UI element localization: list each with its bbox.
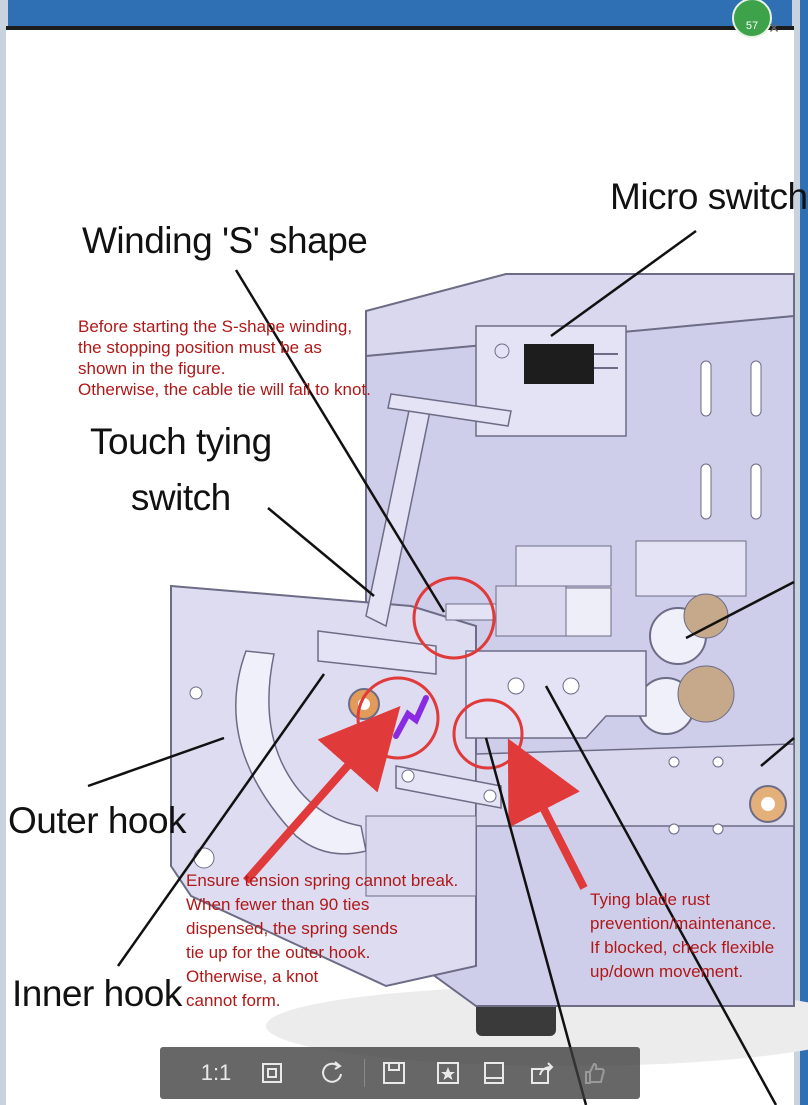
zoom-actual-size-button[interactable]: 1:1	[200, 1060, 232, 1085]
slot	[700, 360, 712, 417]
tension-spring	[393, 695, 429, 739]
page-icon[interactable]	[478, 1057, 510, 1089]
screw	[189, 686, 203, 700]
lower-block	[365, 815, 477, 897]
s-shaft	[445, 603, 497, 621]
right-window-strip	[792, 0, 800, 1105]
slot	[750, 463, 762, 520]
rotate-icon[interactable]	[316, 1057, 348, 1089]
left-window-strip	[0, 0, 8, 1105]
slot	[750, 360, 762, 417]
micro-switch-screw	[494, 343, 510, 359]
upper-bracket	[515, 545, 612, 587]
save-icon[interactable]	[378, 1057, 410, 1089]
gear	[677, 665, 735, 723]
share-icon[interactable]	[526, 1057, 558, 1089]
viewer-toolbar: 1:1	[160, 1047, 640, 1099]
machine-diagram	[87, 229, 808, 1105]
shaft-block	[495, 585, 567, 637]
image-viewer: 57 ×	[6, 0, 808, 1105]
toolbar-separator	[364, 1059, 365, 1087]
leader-line	[760, 737, 795, 767]
note-winding: Before starting the S-shape winding, the…	[78, 317, 371, 399]
red-arrow	[507, 738, 588, 890]
close-icon[interactable]: ×	[768, 18, 780, 38]
leader-line	[484, 737, 588, 1105]
pulley	[565, 587, 612, 637]
label-touch-tying-switch: Touch tying switch	[90, 421, 272, 518]
highlight-circle	[412, 576, 496, 660]
label-winding-s-shape: Winding 'S' shape	[82, 220, 368, 261]
label-micro-switch: Micro switch	[610, 176, 808, 217]
red-arrow	[243, 706, 401, 884]
lever-arm	[387, 393, 512, 427]
label-outer-hook: Outer hook	[8, 800, 187, 841]
viewer-top-border	[6, 26, 794, 30]
note-blade: Tying blade rust prevention/maintenance.…	[590, 890, 777, 981]
leader-line	[267, 507, 375, 597]
right-bracket	[635, 540, 747, 597]
micro-switch-body	[524, 344, 594, 384]
notification-badge[interactable]: 57	[732, 0, 772, 38]
leader-line	[550, 229, 697, 338]
note-spring: Ensure tension spring cannot break. When…	[186, 871, 459, 1010]
label-inner-hook: Inner hook	[12, 973, 182, 1014]
bookmark-icon[interactable]	[432, 1057, 464, 1089]
leader-line	[544, 685, 778, 1105]
leader-line	[685, 580, 795, 640]
leader-line	[234, 269, 446, 613]
leader-line	[116, 673, 326, 967]
leader-line	[87, 736, 225, 788]
tying-blade-plate	[465, 650, 647, 739]
highlight-circle	[452, 698, 524, 770]
inner-hook-bar	[317, 630, 437, 675]
fit-screen-icon[interactable]	[256, 1057, 288, 1089]
screw	[193, 847, 215, 869]
like-icon[interactable]	[578, 1057, 610, 1089]
lower-rail	[475, 743, 795, 827]
slot	[700, 463, 712, 520]
gear	[683, 593, 729, 639]
